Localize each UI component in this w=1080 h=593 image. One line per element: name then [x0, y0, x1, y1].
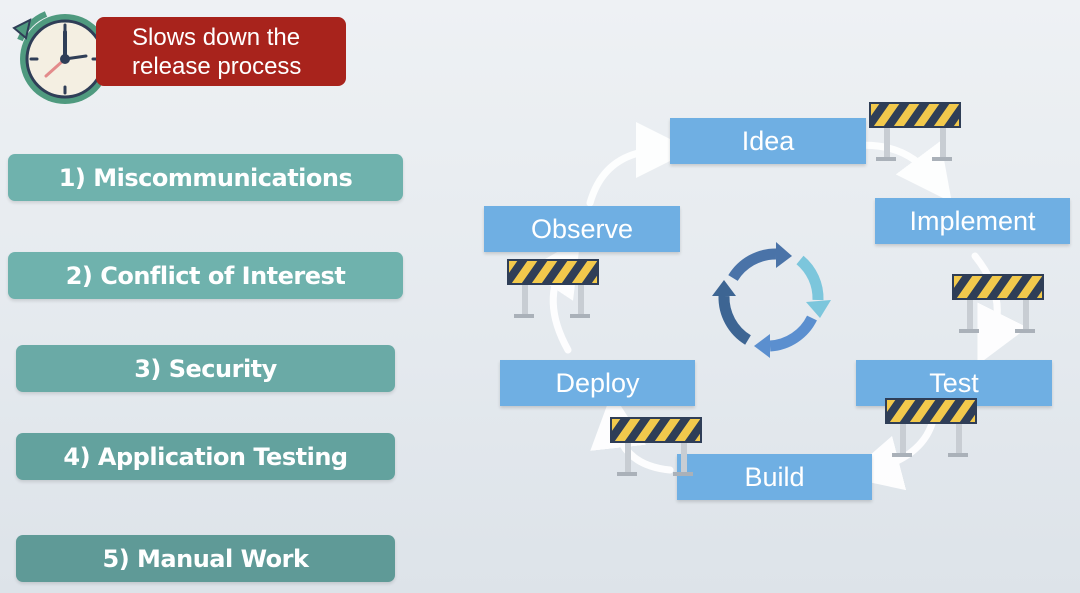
stage-deploy: Deploy [500, 360, 695, 406]
refresh-cycle-icon [712, 242, 831, 358]
callout-line-2: release process [132, 53, 302, 80]
issue-manual-work: 5) Manual Work [16, 535, 395, 582]
stage-build: Build [677, 454, 872, 500]
stage-idea: Idea [670, 118, 866, 164]
release-slowdown-callout: Slows down the release process [96, 17, 346, 86]
stage-implement: Implement [875, 198, 1070, 244]
barrier-icon-idea [869, 102, 961, 162]
barrier-icon-implement [952, 274, 1044, 334]
issue-conflict-of-interest: 2) Conflict of Interest [8, 252, 403, 299]
arrow-observe-to-idea [586, 122, 692, 207]
callout-line-1: Slows down the [132, 24, 301, 51]
barrier-icon-test [885, 398, 977, 458]
stage-observe: Observe [484, 206, 680, 252]
issue-security: 3) Security [16, 345, 395, 392]
barrier-icon-build [610, 417, 702, 477]
issue-miscommunications: 1) Miscommunications [8, 154, 403, 201]
barrier-icon-deploy [507, 259, 599, 319]
issue-application-testing: 4) Application Testing [16, 433, 395, 480]
stopwatch-icon [12, 11, 110, 104]
